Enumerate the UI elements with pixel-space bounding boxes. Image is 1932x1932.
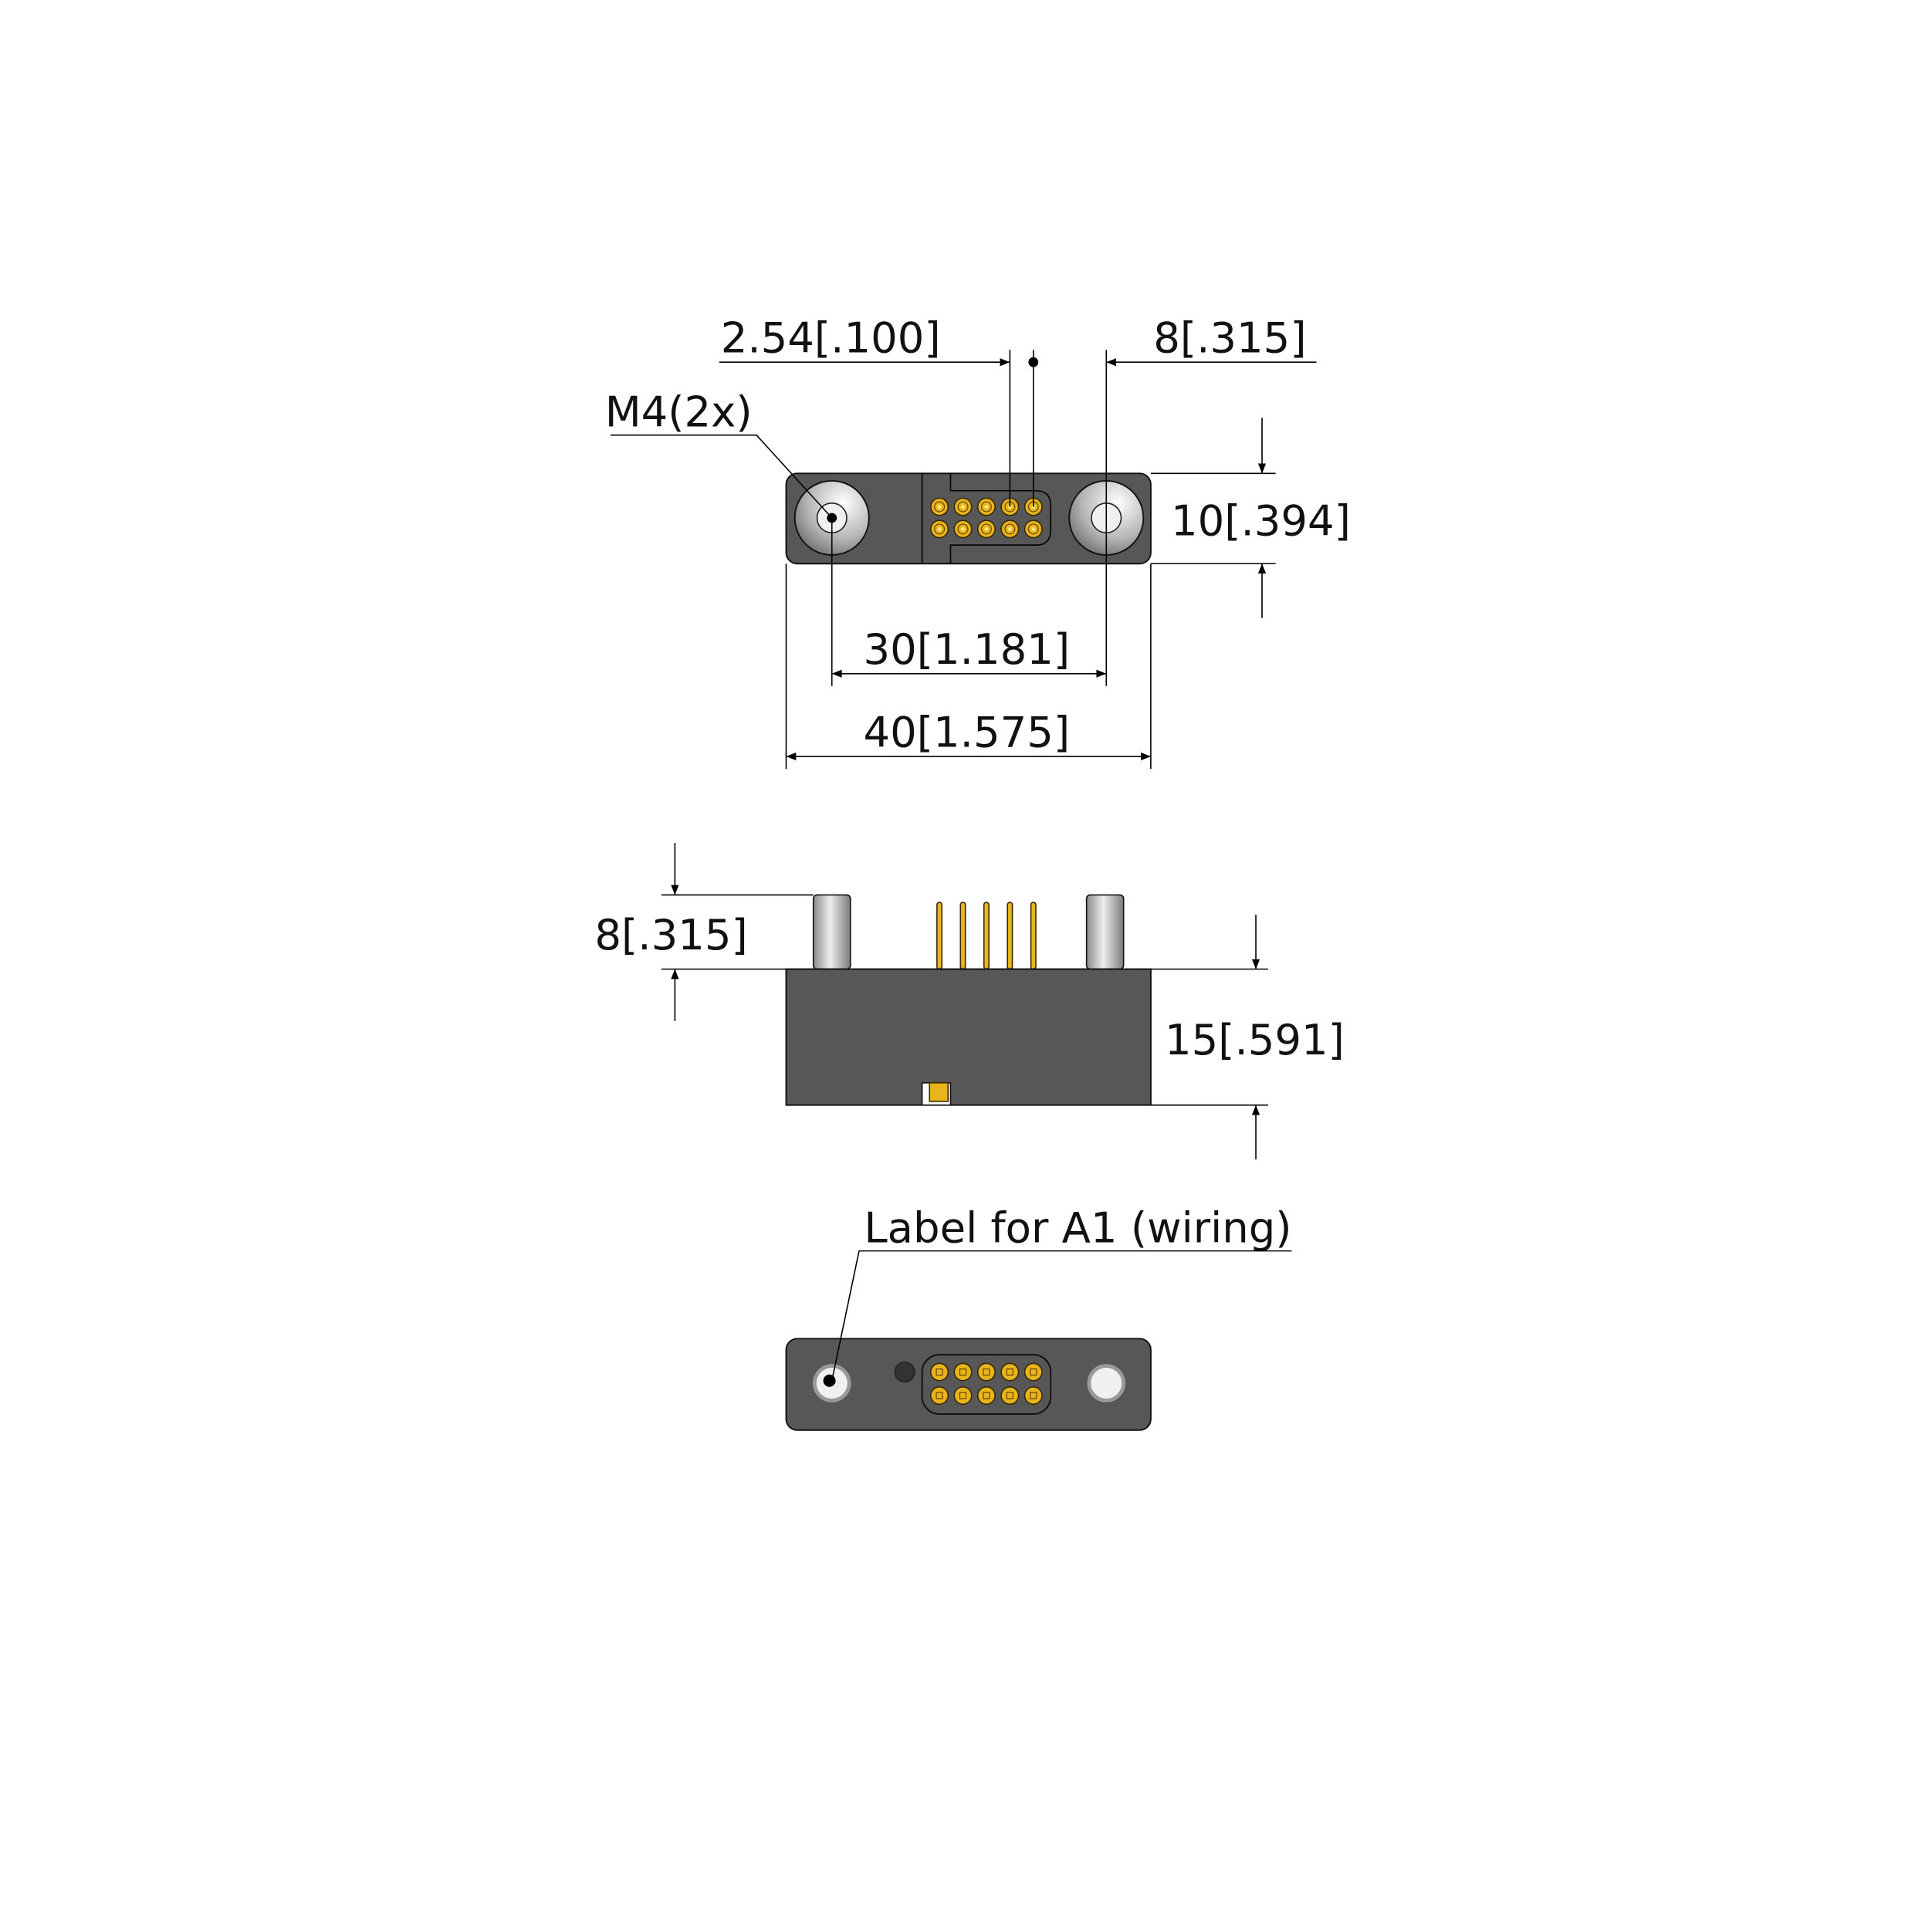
pin: [930, 1362, 949, 1382]
pin: [983, 902, 990, 970]
pin: [953, 1362, 973, 1382]
pin-offset-dimension: 8[.315]: [1153, 313, 1306, 362]
pin: [930, 497, 949, 516]
thread-callout: M4(2x): [605, 387, 753, 436]
top-view: 2.54[.100] 8[.315] M4(2x) 10[.394] 30[1.…: [605, 313, 1351, 770]
side-view: 8[.315] 15[.591]: [594, 843, 1345, 1160]
top-pin-array: [930, 497, 1043, 539]
hole-spacing-dimension: 30[1.181]: [864, 624, 1071, 674]
pin: [959, 902, 966, 970]
pin: [1030, 902, 1037, 970]
pin: [976, 519, 996, 539]
connector-body-bottom: [785, 1338, 1152, 1431]
pin: [953, 497, 973, 516]
side-pin-row: [936, 902, 1037, 970]
pin: [976, 497, 996, 516]
pin: [1007, 902, 1013, 970]
body-height-dimension: 15[.591]: [1165, 1015, 1345, 1064]
pin: [953, 1386, 973, 1405]
pin: [1024, 1362, 1043, 1382]
guide-post-right: [1085, 894, 1125, 970]
mount-hole-right: [1087, 1364, 1126, 1402]
pin-insert-outline: [949, 473, 1051, 564]
pin: [1024, 1386, 1043, 1405]
pin: [930, 1386, 949, 1405]
bottom-pin-array: [930, 1362, 1043, 1405]
pin: [1000, 519, 1020, 539]
pin: [976, 1362, 996, 1382]
pitch-dimension: 2.54[.100]: [721, 313, 941, 362]
pin: [953, 519, 973, 539]
guide-post-left: [812, 894, 851, 970]
width-dimension: 40[1.575]: [864, 707, 1071, 756]
connector-body-top: [785, 472, 1152, 565]
connector-body-side: [785, 968, 1152, 1106]
polarization-mark: [894, 1361, 915, 1383]
bottom-view: Label for A1 (wiring): [785, 1203, 1292, 1431]
pin: [1000, 1386, 1020, 1405]
post-height-dimension: 8[.315]: [594, 910, 747, 959]
pin: [936, 902, 943, 970]
pin: [976, 1386, 996, 1405]
wiring-label-callout: Label for A1 (wiring): [864, 1203, 1291, 1252]
height-dimension: 10[.394]: [1171, 496, 1351, 545]
pin: [930, 519, 949, 539]
pin: [1000, 1362, 1020, 1382]
pin: [1024, 519, 1043, 539]
